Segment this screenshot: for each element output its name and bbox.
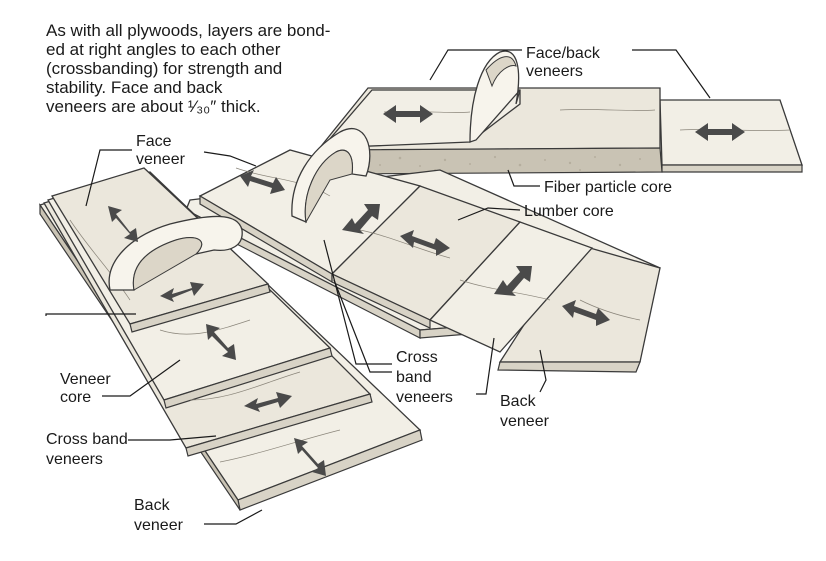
svg-text:Veneer: Veneer [60,371,111,388]
svg-text:Cross: Cross [396,349,438,366]
label-face-veneer: Face veneer [85,133,257,207]
grain-arrow-lumber-strip-2 [400,230,450,256]
caption-line-2: ed at right angles to each other [46,40,281,59]
svg-text:Back: Back [500,393,537,410]
label-lumber-core: Lumber core [457,203,614,221]
grain-arrow-lumber-strip-1 [342,204,380,234]
caption-line-3: (crossbanding) for strength and [46,59,282,78]
svg-text:veneers: veneers [46,451,103,468]
svg-text:veneers: veneers [526,63,583,80]
grain-arrow-fiber-back [695,123,745,141]
svg-text:veneer: veneer [136,151,186,168]
fiber-particle-core-board [316,50,803,175]
svg-text:Fiber particle core: Fiber particle core [544,179,672,196]
caption-line-5: veneers are about ¹⁄₃₀″ thick. [46,97,261,116]
grain-arrow-lumber-face [240,170,285,194]
veneer-core-board [38,167,423,511]
label-cross-band-veneers-left: Cross band veneers [45,313,217,468]
svg-text:Cross band: Cross band [46,431,128,448]
caption: As with all plywoods, layers are bond- e… [46,21,330,116]
label-face-back-veneers: Face/back veneers [429,45,711,99]
caption-line-1: As with all plywoods, layers are bond- [46,21,330,40]
lumber-core-board [185,128,661,373]
grain-arrow-veneer-back [294,438,326,476]
svg-text:veneer: veneer [500,413,550,430]
grain-arrow-lumber-back [562,300,610,326]
svg-text:Face/back: Face/back [526,45,601,62]
svg-text:Face: Face [136,133,172,150]
peeled-face-veneer-fiber [469,50,521,143]
grain-arrow-fiber-face [383,105,433,123]
grain-arrow-lumber-strip-3 [494,266,532,296]
svg-text:veneer: veneer [134,517,184,534]
label-cross-band-veneers-center: Cross band veneers [323,239,495,406]
label-fiber-particle-core: Fiber particle core [507,169,672,196]
svg-text:band: band [396,369,432,386]
label-back-veneer-left: Back veneer [134,497,263,534]
grain-arrow-veneer-cross-1 [160,282,204,302]
svg-text:Lumber core: Lumber core [524,203,614,220]
grain-arrow-veneer-core [206,324,236,360]
svg-text:Back: Back [134,497,171,514]
grain-arrow-veneer-cross-2 [244,392,292,412]
caption-line-4: stability. Face and back [46,78,223,97]
svg-text:core: core [60,389,91,406]
grain-arrow-veneer-face [108,206,138,242]
svg-text:veneers: veneers [396,389,453,406]
label-veneer-core: Veneer core [60,359,181,406]
label-back-veneer-right: Back veneer [500,349,550,430]
